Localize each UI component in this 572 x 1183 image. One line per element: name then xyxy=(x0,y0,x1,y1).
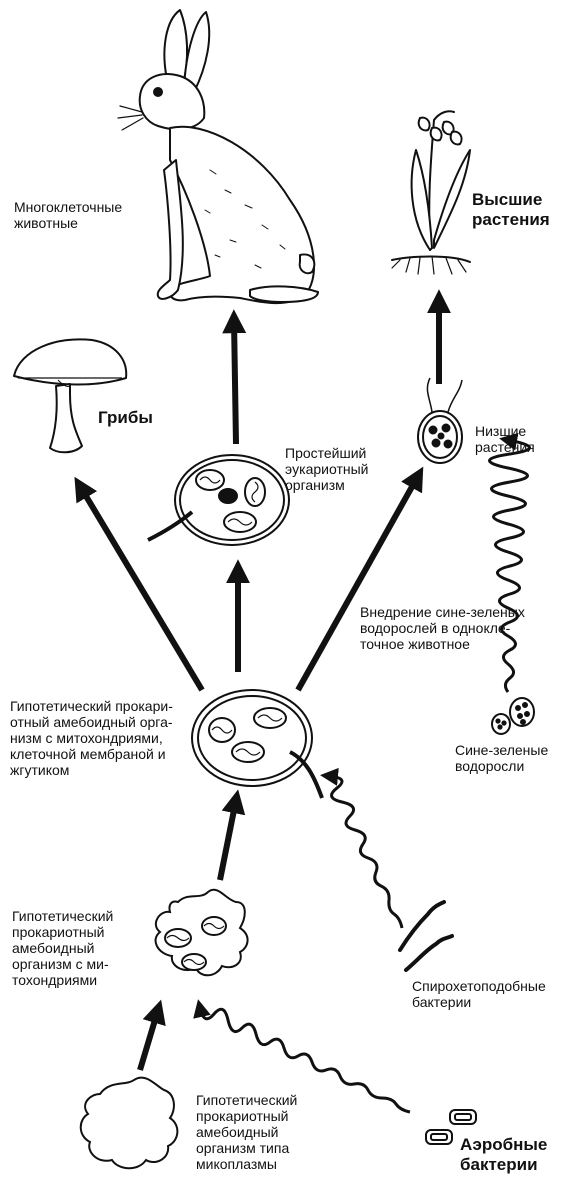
membrane-mitochondria-cell xyxy=(192,690,322,798)
arrow-to-membrane-cell xyxy=(220,800,236,880)
amoeboid-mycoplasma-organism xyxy=(81,1078,178,1169)
mushroom-illustration xyxy=(14,339,126,452)
label-spirochete-bacteria: Спирохетоподобные бактерии xyxy=(412,978,546,1010)
amoeboid-mitochondria-organism xyxy=(156,890,248,975)
arrow-to-animals xyxy=(234,320,236,444)
arrow-to-lower-plants xyxy=(298,476,418,690)
label-hypothetical-mycoplasma: Гипотетический прокариотный амебоидный о… xyxy=(196,1092,297,1172)
label-aerobic-bacteria: Аэробные бактерии xyxy=(460,1135,547,1175)
wavy-arrow-spirochete xyxy=(329,776,402,928)
higher-plant-illustration xyxy=(392,111,470,274)
spirochete-bacteria xyxy=(400,902,452,970)
label-fungi: Грибы xyxy=(98,408,153,428)
lower-plant-cell xyxy=(418,378,462,463)
label-lower-plants: Низшие растения xyxy=(475,423,535,455)
label-hypothetical-with-mitochondria: Гипотетический прокариотный амебоидный о… xyxy=(12,908,113,988)
label-multicellular-animals: Многоклеточные животные xyxy=(14,199,122,231)
cyanobacteria-cells xyxy=(492,698,534,734)
label-hypothetical-with-membrane: Гипотетический прокари- отный амебоидный… xyxy=(10,698,173,778)
protist-eukaryote-cell xyxy=(148,455,289,545)
hare-illustration xyxy=(118,10,318,303)
arrow-to-mitochondria-cell xyxy=(140,1010,158,1070)
wavy-arrow-cyanobacteria xyxy=(489,440,529,692)
label-protist-eukaryote: Простейший эукариотный организм xyxy=(285,445,368,493)
label-higher-plants: Высшие растения xyxy=(472,190,550,230)
label-cyanobacteria-incorporation: Внедрение сине-зеленых водорослей в одно… xyxy=(360,604,525,652)
label-cyanobacteria: Сине-зеленые водоросли xyxy=(455,742,548,774)
